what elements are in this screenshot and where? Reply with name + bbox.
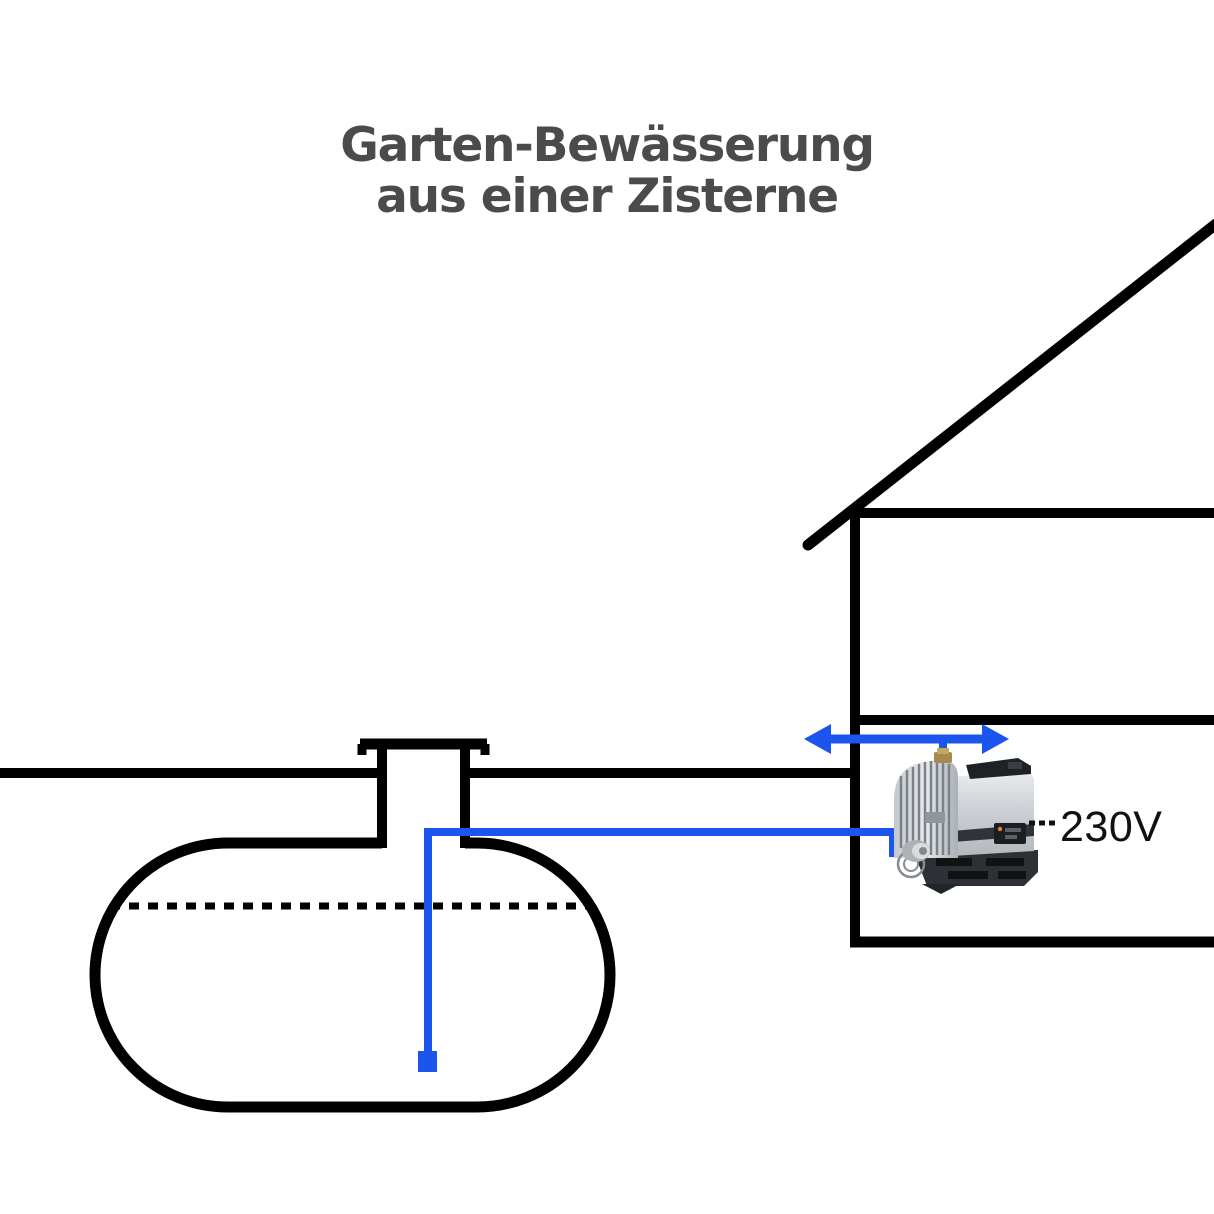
pump-label-text-bar-1 [1005,828,1021,832]
pump-label-text-bar-2 [1005,835,1017,839]
foot-valve-icon [418,1051,437,1072]
voltage-label: 230V [1060,803,1163,851]
pump-base-foot [922,884,960,894]
cistern [89,738,616,1113]
pump-cooling-fins [899,760,951,855]
flow-direction-arrow-icon [804,724,1009,754]
suction-pipe [424,828,910,1053]
cistern-lid-lips [357,744,490,755]
title-line-2: aus einer Zisterne [376,169,839,225]
arrow-head-right [982,724,1009,754]
title-line-1: Garten-Bewässerung [340,118,875,173]
pump-brass-outlet-cap [937,748,949,754]
arrow-head-left [804,724,831,754]
house-outline [802,218,1214,948]
roof-line [802,218,1214,551]
pump-base-vents [936,858,1026,879]
pump-inlet-bore [919,847,927,855]
pump-power-indicator-dot [997,826,1003,832]
pump-power-label [994,823,1026,844]
page-title: Garten-Bewässerung aus einer Zisterne [0,118,1214,225]
pump-brass-outlet-fitting [934,752,952,763]
pump-illustration [894,748,1038,894]
pump-nameplate [925,812,945,823]
cistern-tank-outline [89,837,616,1113]
pump-panel-display [1008,762,1022,769]
